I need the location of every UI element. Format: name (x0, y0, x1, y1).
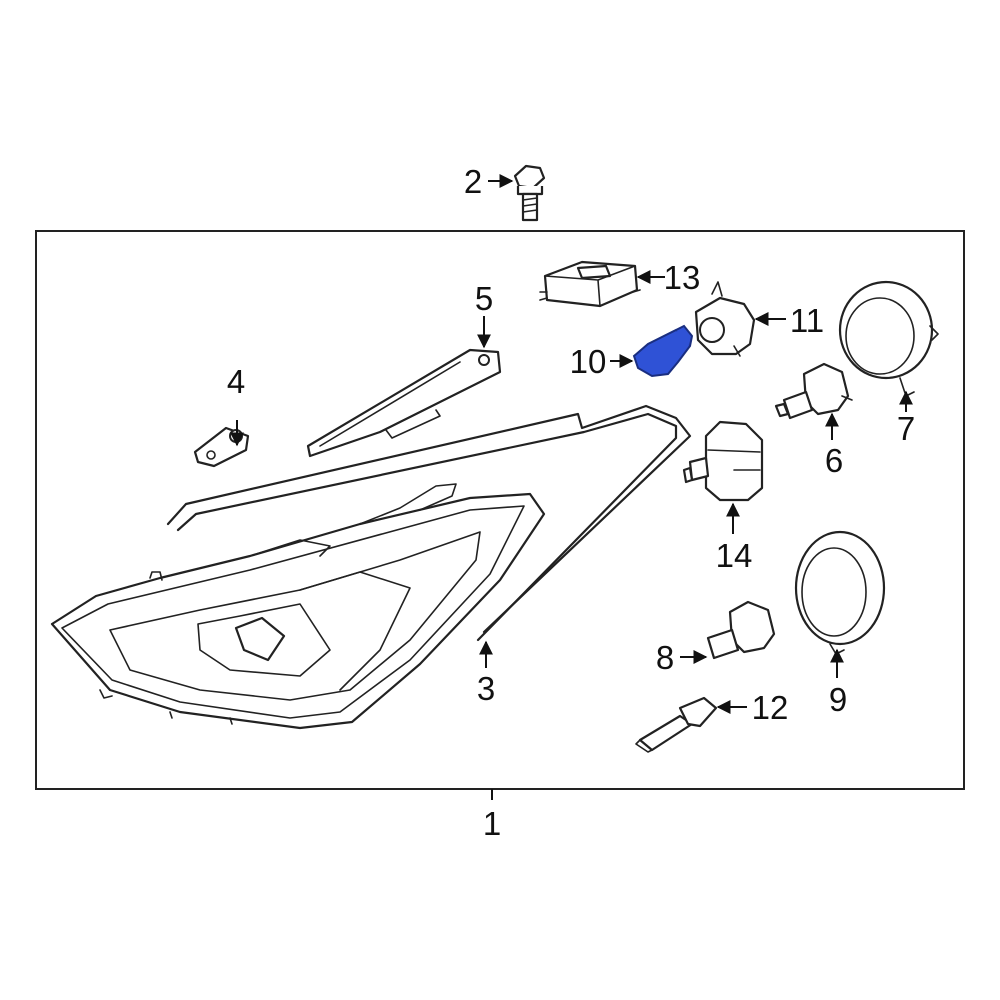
callout-9: 9 (829, 681, 847, 718)
callout-12: 12 (752, 689, 789, 726)
callout-1: 1 (483, 805, 501, 842)
part-bulb-socket[interactable] (694, 281, 756, 357)
callout-11: 11 (790, 302, 824, 339)
part-headlamp-housing[interactable] (50, 483, 546, 730)
part-upper-dust-cap[interactable] (838, 280, 939, 397)
part-lower-dust-cap[interactable] (794, 530, 886, 655)
callout-5: 5 (475, 280, 493, 317)
part-upper-trim-bracket[interactable] (306, 348, 502, 458)
part-leveling-actuator[interactable] (682, 420, 764, 502)
part-control-module[interactable] (539, 260, 641, 308)
part-bolt[interactable] (513, 164, 546, 222)
part-seal-strip[interactable] (166, 404, 692, 642)
leader-lines (230, 174, 913, 800)
part-lower-bulb[interactable] (706, 600, 776, 660)
assembly-frame (35, 230, 965, 790)
callout-3: 3 (477, 670, 495, 707)
part-bulb-highlighted[interactable] (632, 324, 694, 378)
callout-13: 13 (664, 259, 701, 296)
callout-4: 4 (227, 363, 245, 400)
callout-6: 6 (825, 442, 843, 479)
part-upper-bulb[interactable] (774, 362, 853, 420)
callout-7: 7 (897, 410, 915, 447)
callout-14: 14 (716, 537, 753, 574)
part-wedge-bulb[interactable] (635, 696, 718, 753)
callout-8: 8 (656, 639, 674, 676)
part-small-bracket[interactable] (193, 426, 250, 468)
callout-10: 10 (570, 343, 607, 380)
callout-2: 2 (464, 163, 482, 200)
